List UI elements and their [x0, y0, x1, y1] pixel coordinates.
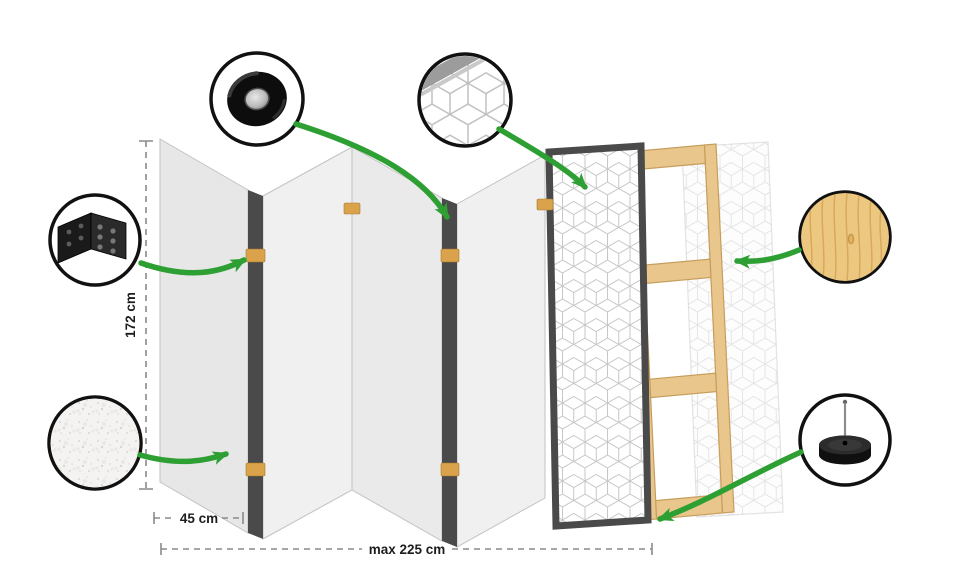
screen-panel-3 — [351, 146, 443, 542]
hinge-icon — [440, 248, 460, 263]
hinge-icon — [440, 462, 460, 477]
back-fleece-sheet — [681, 141, 784, 518]
frame-rung-mid2 — [649, 372, 718, 399]
pine-wood-icon — [801, 193, 889, 281]
screen-panel-1 — [159, 138, 249, 534]
max-width-label: max 225 cm — [369, 542, 446, 557]
arrow-pattern-to-panel — [496, 126, 588, 190]
arrow-pad-to-bottom — [657, 449, 804, 522]
callout-wood — [798, 190, 892, 284]
hinges — [245, 198, 554, 477]
hinge-icon — [245, 248, 266, 263]
height-label: 172 cm — [123, 292, 138, 338]
callout-tape — [209, 51, 305, 147]
screen-fold-edge-1 — [248, 190, 263, 539]
callout-arrows — [137, 121, 804, 522]
felt-pad-icon — [819, 399, 871, 465]
callout-fleece — [47, 395, 143, 491]
arrow-tape-to-hinge — [293, 121, 450, 220]
callout-pattern — [417, 52, 513, 148]
screen-panel-2 — [262, 146, 353, 540]
fleece-texture-icon — [50, 398, 140, 488]
hinge-icon — [343, 202, 361, 215]
dimension-panel-width: 45 cm — [153, 511, 244, 526]
callout-hinge — [48, 193, 142, 287]
screen-fold-edge-2 — [442, 198, 457, 547]
hinge-icon — [245, 462, 266, 477]
arrow-fleece-to-panel — [137, 451, 229, 465]
dimension-height: 172 cm — [123, 140, 153, 490]
callout-felt-pad — [798, 393, 892, 487]
panel-width-label: 45 cm — [180, 511, 218, 526]
dimension-max-width: max 225 cm — [160, 542, 653, 557]
adhesive-tape-icon — [227, 71, 287, 127]
arrow-hinge-to-fold — [138, 257, 247, 276]
arrow-wood-to-frame — [734, 247, 802, 269]
hinge-icon — [536, 198, 554, 211]
geometric-pattern-icon — [421, 56, 509, 144]
folding-screen — [159, 138, 546, 548]
patterned-panel — [545, 142, 652, 530]
screen-panel-4 — [456, 154, 546, 548]
corner-bracket-icon — [57, 212, 127, 264]
